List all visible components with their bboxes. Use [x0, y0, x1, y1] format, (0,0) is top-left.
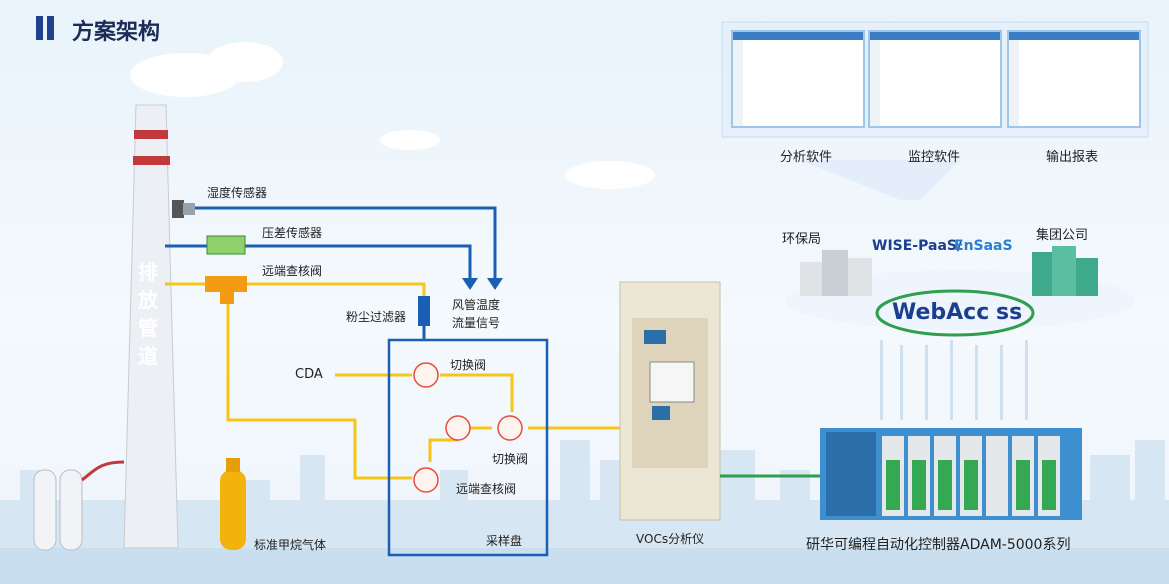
chimney	[123, 104, 179, 549]
ground	[0, 548, 1169, 584]
title-mark	[47, 16, 54, 40]
adam-controller-label: 研华可编程自动化控制器ADAM-5000系列	[806, 537, 1071, 553]
group-label: 集团公司	[1036, 228, 1089, 243]
remote-valve-bottom-label: 远端查核阀	[456, 482, 517, 496]
valves	[413, 362, 523, 493]
report-software-label: 输出报表	[1046, 150, 1099, 165]
data-stream	[880, 340, 1028, 420]
sample-lines	[165, 282, 620, 510]
monitoring-software-label: 监控软件	[908, 150, 961, 165]
monitoring-software-screenshot	[868, 30, 1002, 128]
chimney-label-1: 排	[138, 260, 158, 284]
chimney-label-2: 放	[138, 288, 158, 312]
page-title: 方案架构	[72, 20, 161, 45]
platform-label-a: WISE-PaaS/	[872, 238, 963, 254]
switch-valve-1-label: 切换阀	[450, 358, 487, 372]
cda-label: CDA	[295, 367, 323, 382]
pressure-sensor-label: 压差传感器	[262, 226, 323, 240]
webaccess-logo-text-b: ss	[996, 300, 1023, 325]
remote-valve-top	[205, 276, 247, 304]
sampling-panel-box	[387, 338, 549, 557]
dust-filter	[418, 296, 430, 326]
epb-label: 环保局	[782, 232, 822, 247]
remote-valve-top-label: 远端查核阀	[262, 264, 323, 278]
voc-analyzer-cabinet	[619, 281, 721, 521]
switch-valve-2-label: 切换阀	[492, 452, 529, 466]
callout-shape	[800, 160, 960, 200]
epb-building	[800, 250, 872, 296]
methane-cylinder	[220, 458, 246, 550]
pressure-sensor	[206, 235, 246, 255]
dust-filter-label: 粉尘过滤器	[346, 310, 407, 324]
storage-tanks	[33, 460, 125, 551]
chimney-label-3: 管	[138, 316, 158, 340]
chimney-label-4: 道	[138, 344, 158, 368]
group-building	[1032, 246, 1098, 296]
duct-signal-label-1: 风管温度	[452, 298, 501, 312]
humidity-sensor-label: 湿度传感器	[207, 186, 268, 200]
methane-gas-label: 标准甲烷气体	[254, 538, 327, 552]
signal-lines	[165, 206, 497, 340]
sampling-panel-label: 采样盘	[486, 534, 523, 548]
analysis-software-screenshot	[731, 30, 865, 128]
duct-signal-label-2: 流量信号	[452, 316, 501, 330]
voc-analyzer-label: VOCs分析仪	[636, 532, 705, 546]
analysis-software-label: 分析软件	[780, 150, 833, 165]
humidity-sensor	[172, 200, 195, 218]
platform-label-b: EnSaaS	[954, 238, 1013, 254]
webaccess-logo-text-a: WebAcc	[892, 300, 990, 325]
title-mark	[36, 16, 43, 40]
webaccess-logo-swoosh	[875, 289, 1035, 337]
report-software-screenshot	[1007, 30, 1141, 128]
adam-controller	[820, 428, 1082, 520]
